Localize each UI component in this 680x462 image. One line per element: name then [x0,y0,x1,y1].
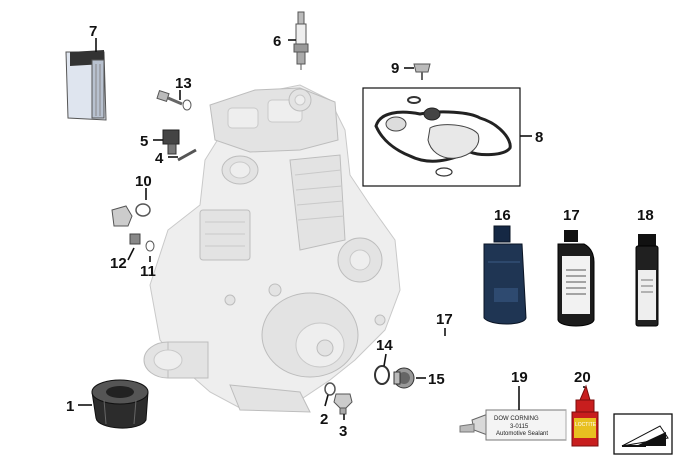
part-13-bolt-washer [156,90,192,111]
engine-illustration [143,84,401,413]
callout-8: 8 [535,129,543,146]
callout-18: 18 [637,207,654,224]
callout-15: 15 [428,371,445,388]
part-10-plug [111,205,133,227]
leader-lines [78,38,585,420]
callout-4: 4 [155,150,164,167]
part-19-sealant-tube: DOW CORNING 3-0115 Automotive Sealant [459,409,567,441]
callout-7: 7 [89,23,97,40]
part-7-filter-cartridge [65,50,107,121]
part-14-oring [374,365,390,385]
callout-3: 3 [339,423,347,440]
part-5-sensor [162,129,180,155]
sealant-brand: DOW CORNING [494,416,539,422]
part-4-pin [177,148,197,162]
part-16-engine-oil [483,225,527,325]
callout-16: 16 [494,207,511,224]
part-6-spark-plug [293,11,309,70]
threadlock-brand: LOCTITE [575,422,597,428]
callout-9: 9 [391,60,399,77]
part-18-spray-can [635,234,659,327]
callout-13: 13 [175,75,192,92]
callout-19: 19 [511,369,528,386]
callout-14: 14 [376,337,393,354]
part-2-washer [324,382,336,396]
part-1-oil-filter [91,379,149,429]
callout-6: 6 [273,33,281,50]
callout-2: 2 [320,411,328,428]
callout-17-coolant: 17 [563,207,580,224]
sealant-code: 3-0115 [510,424,529,430]
callout-11: 11 [140,263,156,280]
callout-5: 5 [140,133,148,150]
callout-labels: 7 6 13 5 4 10 12 11 9 8 16 17 18 17 14 1… [66,23,654,440]
part-15-cap [393,367,415,389]
callout-12: 12 [110,255,127,272]
part-11-oring [145,240,155,252]
part-12-plug [129,233,141,245]
part-10-oring [135,203,151,217]
callout-1: 1 [66,398,74,415]
callout-10: 10 [135,173,152,190]
part-20-threadlocker: LOCTITE [571,384,599,447]
part-3-drain-plug [333,393,353,415]
part-8-gasket-kit [362,87,521,187]
sheet-arrow-icon [613,413,673,455]
callout-17-center: 17 [436,311,453,328]
callout-20: 20 [574,369,591,386]
sealant-desc: Automotive Sealant [496,431,548,437]
part-17-coolant [557,230,595,327]
part-9-screw [413,63,431,80]
